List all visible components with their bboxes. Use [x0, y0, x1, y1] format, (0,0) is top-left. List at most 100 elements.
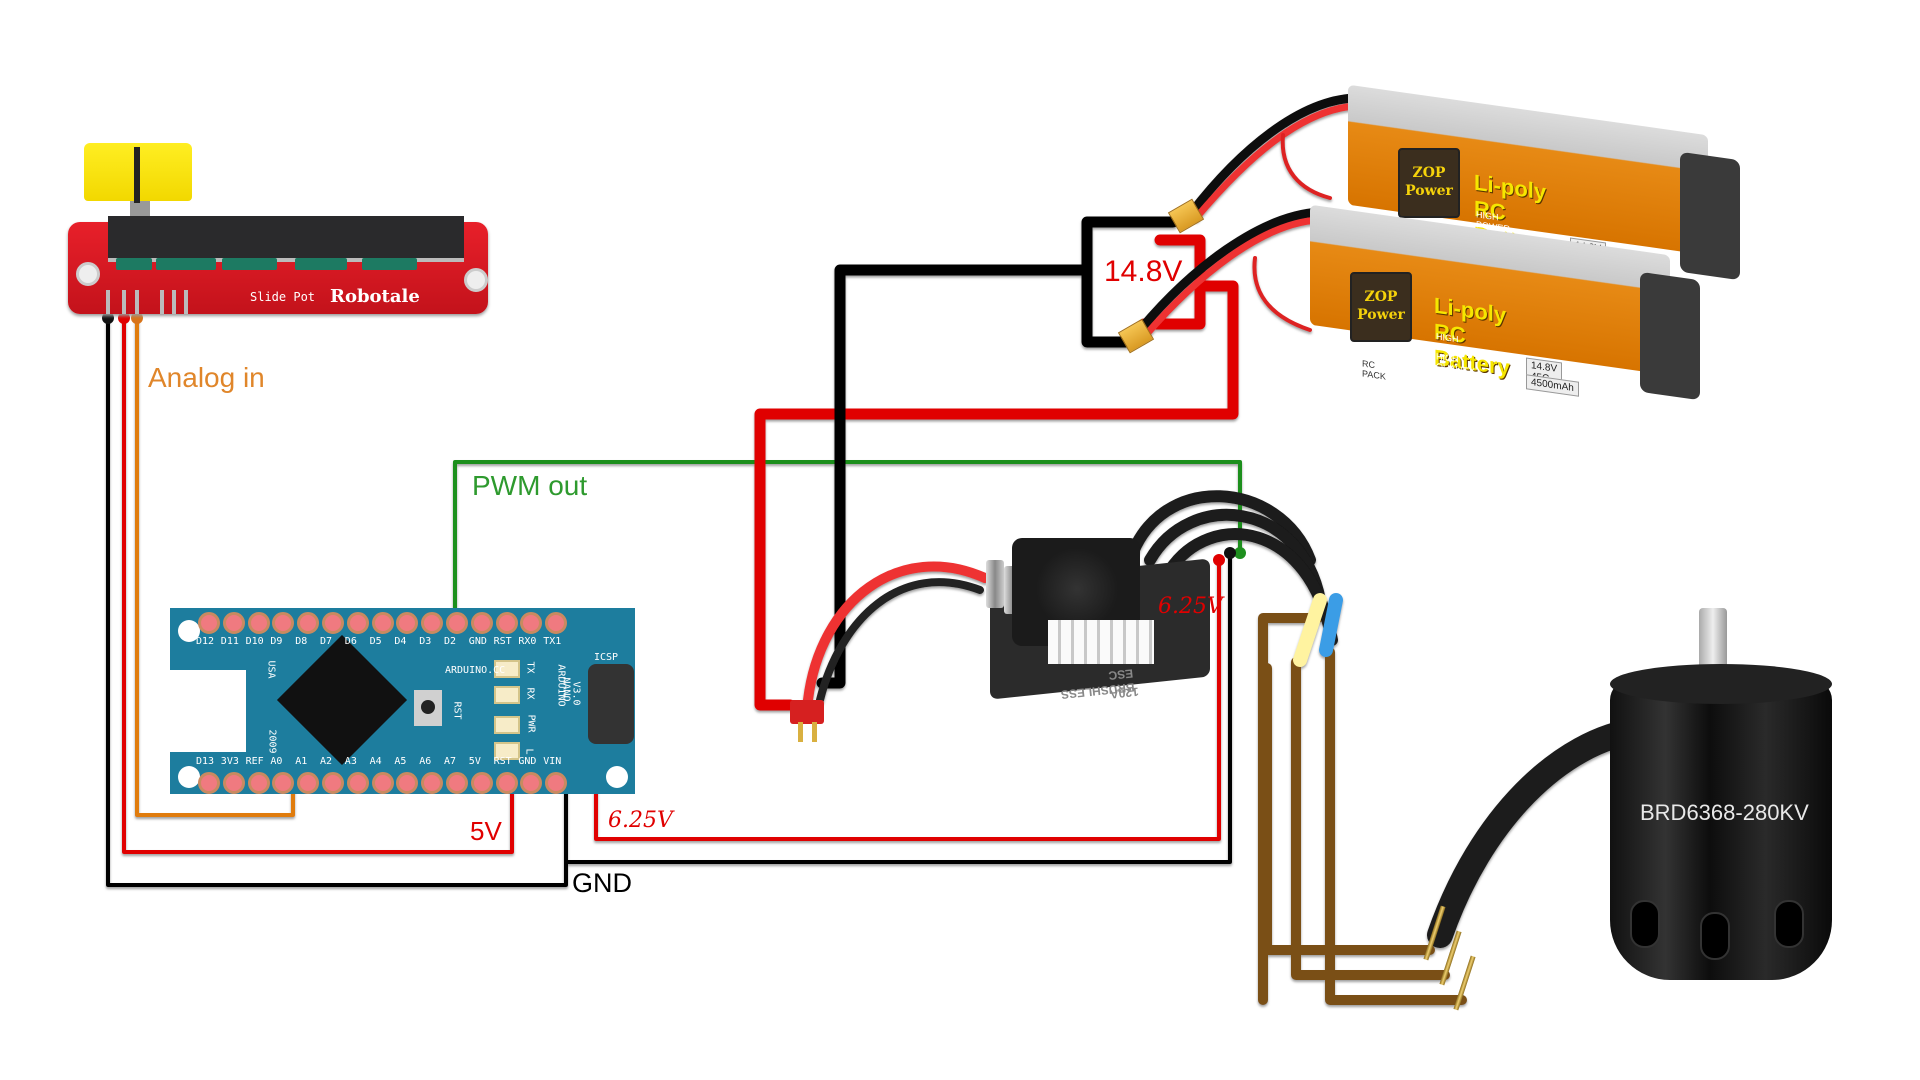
pin-pad-d2 [446, 612, 468, 634]
pin-label: D6 [344, 636, 357, 647]
pwm-wire [453, 460, 1242, 620]
pot-gnd-wire [106, 316, 568, 887]
pin-label: D2 [444, 636, 457, 647]
robotale-logo: Robotale [330, 286, 420, 307]
usb-connector [152, 670, 246, 752]
pin-pad-ref [247, 772, 270, 794]
esc-black-lead [816, 578, 984, 704]
pin-pad-rx0 [520, 612, 543, 634]
fan-icon [1036, 548, 1118, 630]
five-volt-label: 5V [470, 816, 502, 846]
vin-wire [594, 558, 1221, 841]
nano-gnd-wire [564, 551, 1232, 864]
brand-line: Power [1405, 183, 1453, 199]
esc-pwm-dot [1234, 547, 1246, 559]
pin-label: D12 [196, 636, 215, 647]
pin-label: RST [493, 636, 512, 647]
pot-pin [172, 290, 176, 314]
led-tx [494, 660, 520, 678]
pot-vcc-wire [122, 316, 514, 854]
pin-pad-a3 [346, 772, 369, 794]
pwm-out-label: PWM out [472, 470, 588, 501]
slide-pot-track [108, 216, 464, 262]
battery1-lead-black [1187, 93, 1360, 217]
battery1-balance-lead [1280, 133, 1332, 200]
pin-pad-d10 [247, 612, 270, 634]
pin-pad-a6 [421, 772, 444, 794]
motor-phase-wire-2 [1291, 657, 1450, 980]
pot-vcc-dot [118, 312, 130, 324]
esc-voltage-label: 6.25V [1158, 594, 1223, 619]
pin-pad-d8 [297, 612, 320, 634]
pin-label: D11 [220, 636, 239, 647]
year-label: 2009 [266, 729, 278, 754]
mount-hole [606, 766, 628, 788]
pin-pad-rst [495, 612, 518, 634]
pin-pad-a2 [322, 772, 344, 794]
l-label: L [523, 748, 535, 755]
pin-label: A2 [320, 756, 333, 767]
pin-pad-d11 [222, 612, 245, 634]
pin-pad-d4 [396, 612, 419, 634]
icsp-header [588, 664, 634, 744]
pin-label: D4 [394, 636, 407, 647]
slider-knob-indicator [134, 147, 140, 203]
slide-pot-label: Slide Pot [250, 290, 316, 304]
analog-in-label: Analog in [148, 362, 265, 393]
battery-1-logo: ZOP Power [1398, 148, 1460, 218]
pcb-strip [156, 258, 216, 270]
pin-pad-d5 [371, 612, 394, 634]
pin-pad-vin [545, 772, 568, 794]
model-label-3: V3.0 [570, 681, 582, 706]
pin-label: D7 [320, 636, 333, 647]
mount-hole [178, 766, 200, 788]
motor-phase-wire-3 [1325, 647, 1467, 1005]
usa-label: USA [265, 660, 277, 679]
pin-label: A4 [369, 756, 382, 767]
pin-label: GND [468, 636, 487, 647]
battery2-balance-lead [1252, 256, 1312, 332]
pot-pin [122, 290, 126, 314]
deans-connector [790, 700, 824, 724]
pin-label: VIN [543, 756, 562, 767]
rst-label: RST [451, 701, 463, 720]
pin-label: A7 [444, 756, 457, 767]
pcb-strip [295, 258, 347, 270]
gnd-label: GND [572, 868, 632, 898]
esc-label-2: 120A [1109, 684, 1140, 702]
pwr-label: PWR [525, 714, 537, 733]
battery1-lead-red [1192, 102, 1359, 222]
pin-pad-a7 [446, 772, 468, 794]
icsp-label: ICSP [594, 652, 619, 663]
vin-voltage-label: 6.25V [608, 808, 673, 833]
brand-line: ZOP [1412, 165, 1446, 181]
battery-2-subtitle: HIGH POWER HIGH QUALITY [1436, 331, 1475, 377]
mount-hole [76, 262, 100, 286]
motor-phase-wire-0 [1258, 613, 1323, 1005]
mount-hole [464, 268, 488, 292]
esc-heatsink [1048, 620, 1154, 664]
slider-stem [130, 200, 150, 216]
pot-pin [184, 290, 188, 314]
pot-pin [135, 290, 139, 314]
pin-pad-5v [470, 772, 493, 794]
pin-pad-d7 [322, 612, 344, 634]
capacitor [986, 560, 1004, 608]
pin-label: RST [493, 756, 512, 767]
pin-pad-gnd [520, 772, 543, 794]
pin-label: GND [518, 756, 537, 767]
pin-label: A6 [419, 756, 432, 767]
website-label: ARDUINO.CC [445, 665, 506, 676]
pin-pad-tx1 [545, 612, 568, 634]
pin-pad-gnd [470, 612, 493, 634]
brand-line: ZOP [1364, 289, 1398, 305]
deans-pin [798, 722, 803, 742]
vent-slot [1630, 900, 1660, 948]
battery-voltage-label: 14.8V [1104, 255, 1183, 288]
pin-label: D8 [295, 636, 308, 647]
pin-label: A0 [270, 756, 283, 767]
pin-label: A3 [344, 756, 357, 767]
battery-black-wire [1081, 216, 1179, 348]
pin-pad-3v3 [222, 772, 245, 794]
